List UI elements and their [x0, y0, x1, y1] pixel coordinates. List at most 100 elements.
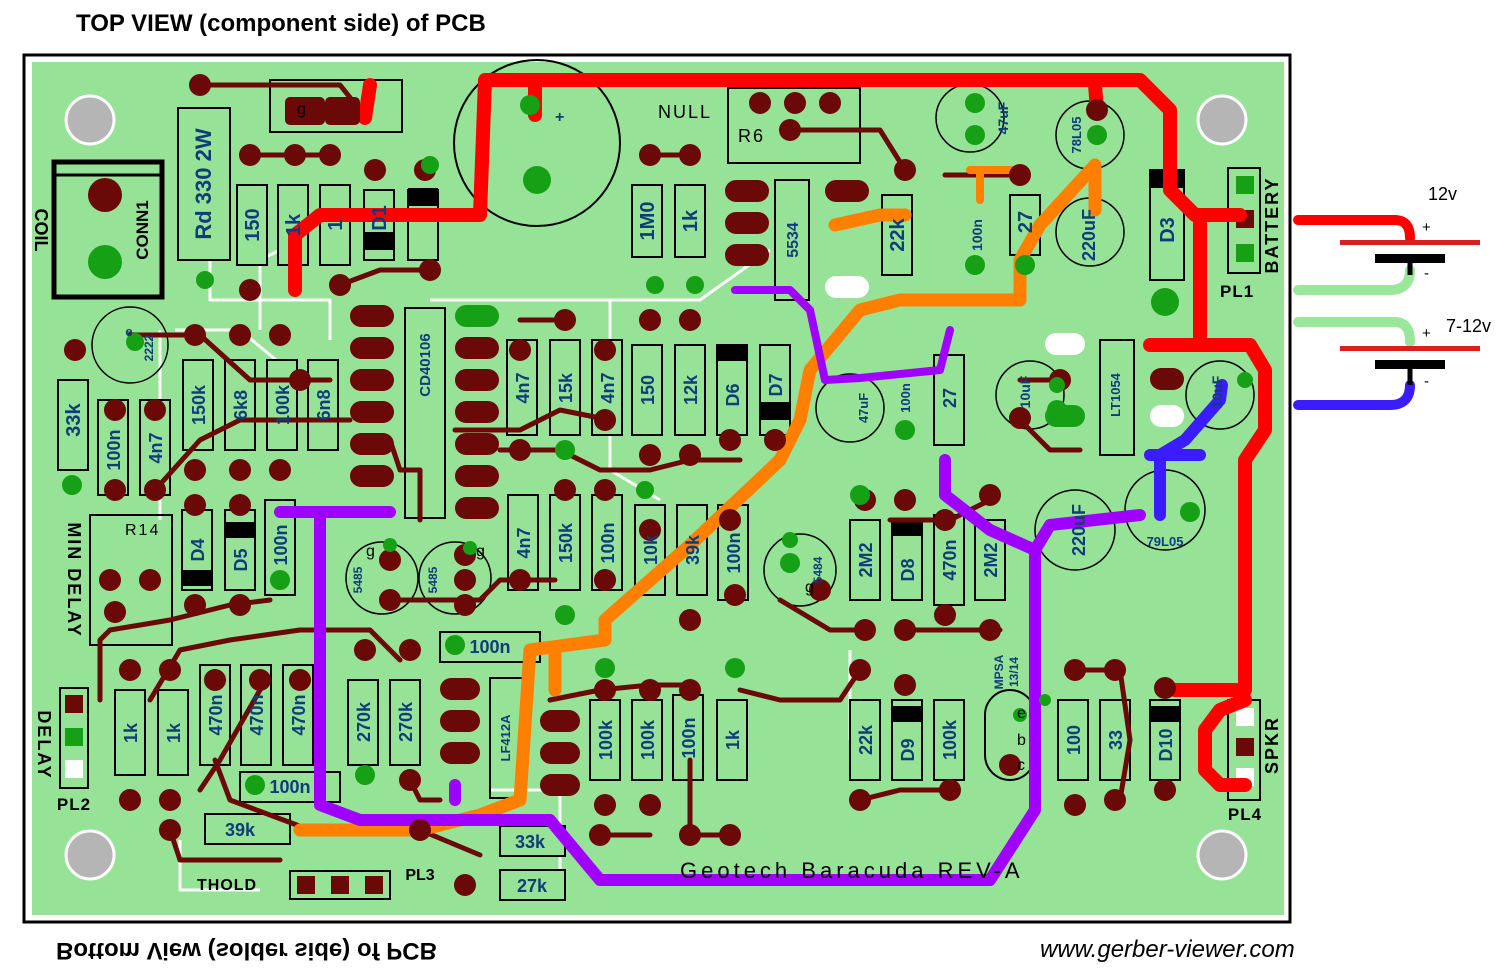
- pad-1: [189, 74, 211, 96]
- pad-27: [144, 479, 166, 501]
- pl3-pin-1: [297, 876, 315, 894]
- r39k-v-label: 39k: [683, 534, 703, 565]
- pad-2: [239, 144, 261, 166]
- gpad-16: [780, 553, 800, 573]
- c4n7-l-label: 4n7: [146, 432, 166, 463]
- mount-hole-br: [1196, 829, 1248, 881]
- trace-blue: [1154, 379, 1228, 521]
- pad-21: [184, 324, 206, 346]
- r150k-l-label: 150k: [189, 384, 209, 425]
- pl2-pin-3: [65, 760, 83, 778]
- battery-symbols: [1340, 240, 1480, 385]
- gpad-1: [196, 271, 214, 289]
- pad-16: [894, 159, 916, 181]
- r12k-body: [674, 344, 706, 436]
- r1k-c-label: 1k: [121, 722, 141, 743]
- trace-red-main: [288, 73, 1247, 297]
- c4n7-b-label: 4n7: [514, 527, 534, 558]
- pad-79: [289, 669, 311, 691]
- copper-trace-3: [337, 267, 433, 288]
- r27k-body: [499, 869, 566, 901]
- spkr-label: SPKR: [1262, 716, 1282, 774]
- pl4-label: PL4: [1228, 805, 1262, 824]
- d6-label: D6: [723, 383, 743, 406]
- pad-67: [1064, 659, 1086, 681]
- pad-25: [144, 399, 166, 421]
- d9-label: D9: [898, 738, 918, 761]
- pad-100: [1009, 407, 1031, 429]
- c10k-label: 10k: [641, 534, 661, 565]
- reg79l05-label: 79L05: [1147, 534, 1184, 549]
- gpad-12: [1237, 372, 1253, 388]
- pad-82: [399, 769, 421, 791]
- q5485a-outline: [345, 541, 419, 615]
- pad-70: [1104, 789, 1126, 811]
- c6n8-label: 6n8: [314, 389, 334, 420]
- r1-partial-label: 1: [325, 219, 347, 230]
- trace-orange-main: [293, 158, 1102, 837]
- c4n7-m1-label: 4n7: [513, 372, 533, 403]
- pad-93: [594, 679, 616, 701]
- c100n-v-label: 100n: [271, 524, 291, 565]
- r150k-b-label: 150k: [556, 522, 576, 563]
- pad-102: [1086, 99, 1108, 121]
- g2-label: g: [476, 543, 485, 560]
- pad-94: [379, 549, 401, 571]
- pad-15: [679, 144, 701, 166]
- ulf412a-pad-l3: [440, 742, 480, 764]
- pad-101: [1009, 164, 1031, 186]
- batt2-plus: +: [1422, 325, 1431, 342]
- c4n7-m2-label: 4n7: [598, 372, 618, 403]
- r1m0-label: 1M0: [637, 202, 659, 241]
- pad-9: [419, 259, 441, 281]
- pad-43: [679, 444, 701, 466]
- pad-71: [1154, 779, 1176, 801]
- ic1-pad-l6: [350, 465, 394, 487]
- c47uf-mid-label: 47uF: [856, 393, 871, 423]
- gpad-35: [455, 305, 499, 327]
- copper-trace-27: [1017, 417, 1083, 453]
- ic1-pad-r7: [455, 497, 499, 519]
- gpad-30: [636, 481, 654, 499]
- c100n-d-label: 100n: [679, 717, 699, 758]
- gpad-24: [355, 765, 375, 785]
- r22k-b-label: 22k: [856, 724, 876, 755]
- pad-12: [819, 92, 841, 114]
- copper-trace-10: [452, 407, 613, 433]
- c2m2a-label: 2M2: [856, 542, 876, 577]
- pad-87: [719, 824, 741, 846]
- trace-purple-upper: [731, 286, 954, 384]
- pl1-label: PL1: [1220, 282, 1254, 301]
- copper-trace-28: [1072, 667, 1133, 803]
- d4-band: [182, 570, 212, 586]
- mount-hole-tl: [64, 94, 116, 146]
- coil-label: COIL: [31, 209, 51, 252]
- pad-49: [594, 569, 616, 591]
- c100n-c-label: 100n: [724, 532, 744, 573]
- pad-73: [119, 659, 141, 681]
- top-view-title: TOP VIEW (component side) of PCB: [76, 10, 486, 37]
- r1k-e-body: [716, 699, 748, 781]
- u5534-pad-l3: [725, 244, 769, 266]
- mount-hole-tr: [1196, 94, 1248, 146]
- silk-trace-7: [430, 248, 771, 302]
- batt2-plate-short: [1375, 360, 1445, 369]
- pl3-pin-3: [365, 876, 383, 894]
- gpad-6: [965, 255, 985, 275]
- pin-c-label: c: [1017, 757, 1025, 774]
- pad-61: [934, 604, 956, 626]
- pad-29: [229, 459, 251, 481]
- gpad-15: [270, 570, 290, 590]
- copper-trace-14: [147, 627, 403, 703]
- d8-label: D8: [898, 558, 918, 581]
- gpad-11: [895, 420, 915, 440]
- r1k-e-label: 1k: [723, 729, 743, 750]
- pad-30: [269, 459, 291, 481]
- pl2-pin-1: [65, 695, 83, 713]
- d3-label: D3: [1157, 217, 1179, 243]
- u5534-pad-r3: [825, 276, 869, 298]
- copper-trace-23: [777, 597, 863, 633]
- ic1-pad-l2: [350, 337, 394, 359]
- top-conn-body: [269, 79, 403, 133]
- c100n-top-label: 100n: [969, 219, 985, 251]
